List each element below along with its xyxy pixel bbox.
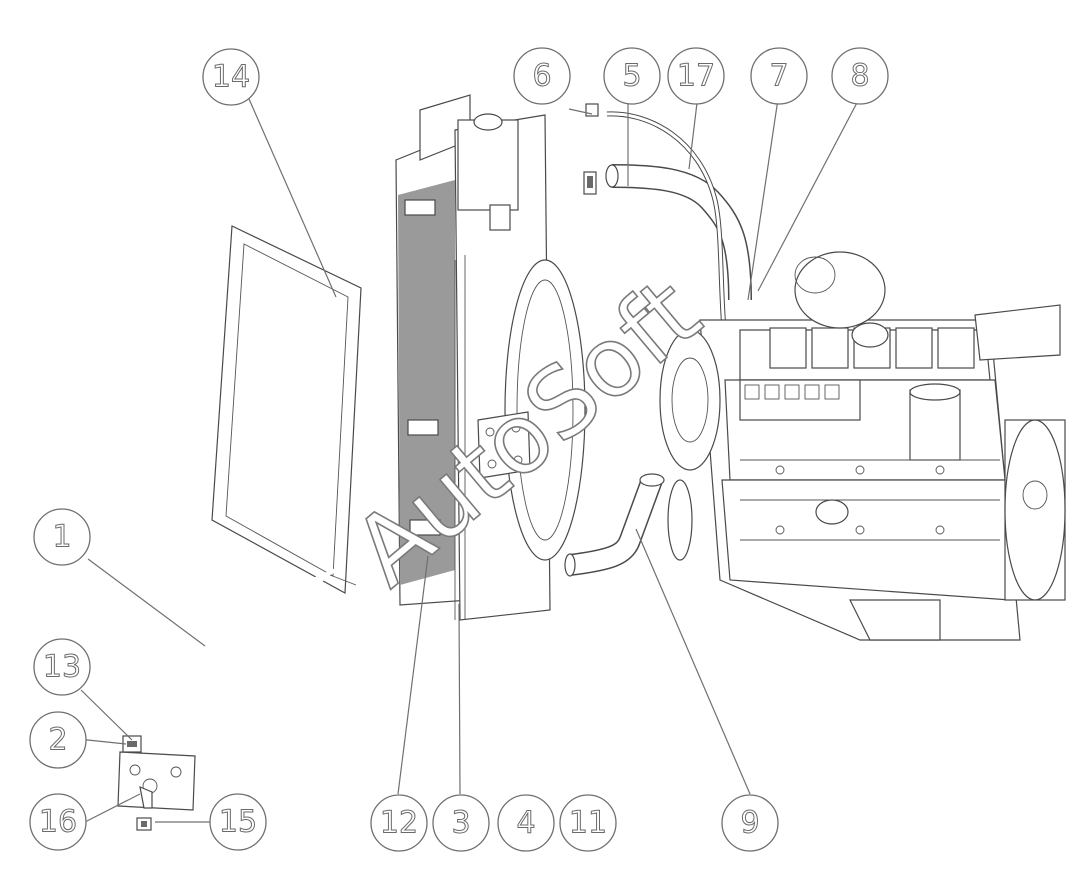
callout-6: 6 <box>513 47 571 105</box>
hose-part <box>132 568 337 743</box>
callout-5: 5 <box>603 47 661 105</box>
callout-4: 4 <box>497 794 555 852</box>
callout-15: 15 <box>209 793 267 851</box>
svg-text:6: 6 <box>532 59 551 94</box>
callout-14: 14 <box>202 48 260 106</box>
callout-12: 12 <box>370 794 428 852</box>
frame-gasket-part <box>211 225 362 594</box>
svg-text:5: 5 <box>622 59 641 94</box>
callout-11: 11 <box>559 794 617 852</box>
svg-text:17: 17 <box>677 59 715 94</box>
radiator-assembly-part <box>395 94 586 621</box>
bracket-plate-part <box>117 735 196 831</box>
callout-13: 13 <box>33 638 91 696</box>
svg-text:1: 1 <box>52 520 71 555</box>
callout-1: 1 <box>33 508 91 566</box>
callout-3: 3 <box>432 794 490 852</box>
callout-8: 8 <box>831 47 889 105</box>
svg-text:8: 8 <box>850 59 869 94</box>
callout-7: 7 <box>750 47 808 105</box>
svg-text:9: 9 <box>740 806 759 841</box>
svg-text:12: 12 <box>380 806 418 841</box>
svg-text:2: 2 <box>48 723 67 758</box>
callout-9: 9 <box>721 794 779 852</box>
svg-text:14: 14 <box>212 60 250 95</box>
engine-block-part <box>659 251 1066 641</box>
leader-lines <box>77 96 861 823</box>
upper-hose-part <box>583 103 752 331</box>
callout-16: 16 <box>29 793 87 851</box>
svg-text:16: 16 <box>39 805 77 840</box>
callout-2: 2 <box>29 711 87 769</box>
svg-text:11: 11 <box>569 806 607 841</box>
svg-text:4: 4 <box>516 806 535 841</box>
callout-17: 17 <box>667 47 725 105</box>
lower-hose-part <box>564 473 665 577</box>
svg-text:7: 7 <box>769 59 788 94</box>
svg-text:3: 3 <box>451 806 470 841</box>
svg-text:15: 15 <box>219 805 257 840</box>
svg-text:13: 13 <box>43 650 81 685</box>
